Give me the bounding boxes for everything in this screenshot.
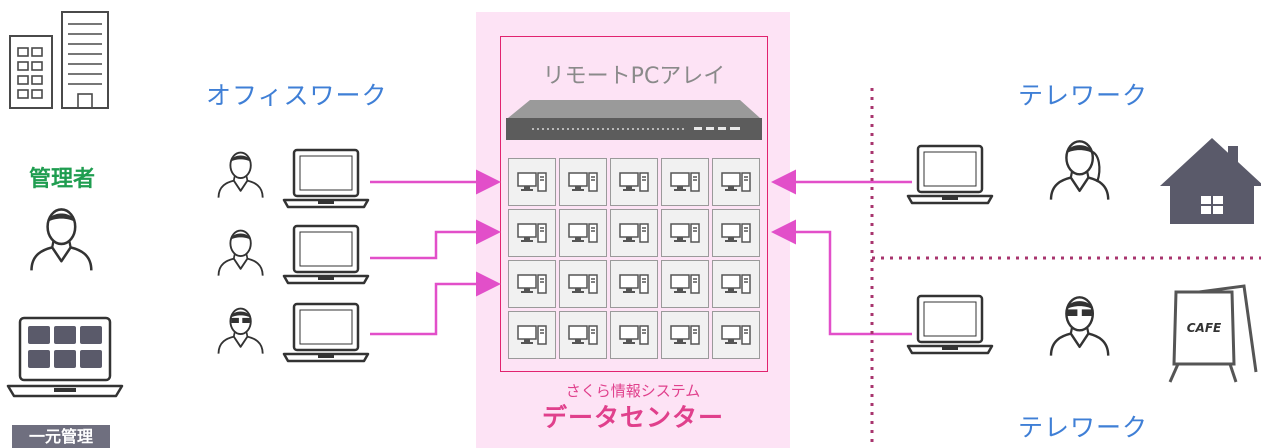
unified-management-badge: 一元管理 (12, 425, 110, 448)
pc-icon (712, 158, 760, 206)
telework-laptop-icon (906, 294, 994, 355)
office-person-icon (217, 229, 264, 277)
telework-laptop-icon (906, 144, 994, 205)
admin-label: 管理者 (28, 167, 95, 192)
datacenter-company-label: さくら情報システム (565, 382, 701, 400)
pc-icon (559, 311, 607, 359)
pc-icon (661, 209, 709, 257)
pc-icon (559, 158, 607, 206)
house-icon (1160, 138, 1261, 224)
admin-laptop-icon (6, 316, 124, 398)
office-laptop-icon (282, 302, 370, 363)
pc-icon (661, 311, 709, 359)
pc-icon (712, 311, 760, 359)
pc-icon (508, 158, 556, 206)
telework-home-label: テレワーク (1018, 81, 1149, 110)
pc-icon (508, 311, 556, 359)
remote-pc-array-frame (500, 36, 768, 372)
pc-icon (712, 260, 760, 308)
pc-icon (661, 260, 709, 308)
pc-icon (661, 158, 709, 206)
office-person-icon (217, 151, 264, 199)
pc-icon (610, 260, 658, 308)
pc-icon (610, 209, 658, 257)
admin-person-icon (30, 208, 93, 272)
building-icon (9, 11, 109, 109)
pc-array-grid (508, 158, 760, 359)
pc-icon (712, 209, 760, 257)
zone-dividers (870, 88, 1261, 444)
cafe-sign-text: CAFE (1187, 321, 1222, 335)
telework-cafe-label: テレワーク (1018, 413, 1149, 442)
cafe-sign-icon: CAFE (1168, 284, 1258, 383)
office-laptop-icon (282, 224, 370, 285)
remote-pc-array-title: リモートPCアレイ (542, 64, 726, 89)
pc-icon (559, 260, 607, 308)
telework-person-icon (1049, 296, 1110, 357)
pc-icon (559, 209, 607, 257)
office-person-icon (217, 307, 264, 355)
pc-icon (610, 311, 658, 359)
server-rack-icon (506, 100, 762, 140)
pc-icon (508, 260, 556, 308)
office-connection-arrows (370, 169, 501, 336)
telework-person-icon (1049, 140, 1110, 201)
pc-icon (508, 209, 556, 257)
pc-icon (610, 158, 658, 206)
office-work-label: オフィスワーク (206, 81, 388, 110)
office-laptop-icon (282, 148, 370, 209)
datacenter-label: データセンター (541, 403, 724, 432)
